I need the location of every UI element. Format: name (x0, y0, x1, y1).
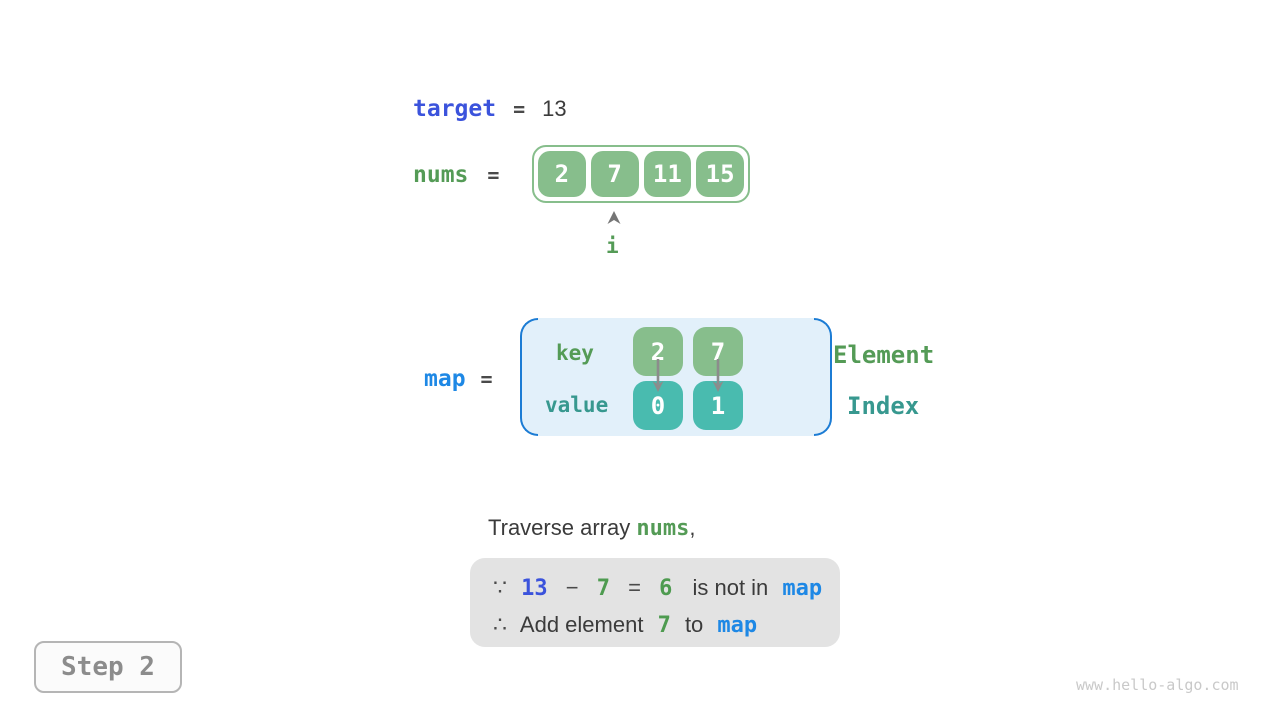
target-value: 13 (542, 96, 567, 121)
target-line: target = 13 (413, 96, 567, 122)
current-element-ref: 7 (596, 576, 610, 601)
array-cell: 7 (590, 151, 639, 197)
caption-prefix: Traverse array (488, 515, 637, 540)
down-arrow-icon (652, 359, 664, 392)
target-keyword: target (413, 96, 497, 122)
therefore-symbol: ∴ (493, 612, 507, 637)
minus-operator: − (565, 575, 579, 600)
because-symbol: ∵ (493, 575, 507, 600)
map-ref: map (782, 576, 823, 601)
difference-value: 6 (659, 576, 673, 601)
index-annotation: Index (847, 392, 920, 420)
array-cell: 15 (696, 151, 744, 197)
conclusion-box: ∵ 13 − 7 = 6 is not in map ∴ Add element… (470, 558, 840, 647)
map-value-label: value (545, 393, 609, 417)
nums-label-line: nums = (413, 162, 499, 188)
nums-array: 2 7 11 15 (532, 145, 750, 203)
map-key-label: key (556, 341, 594, 365)
index-pointer-label: i (606, 234, 619, 258)
map-label-line: map = (424, 366, 493, 392)
caption-line: Traverse array nums, (488, 515, 695, 541)
array-cell: 11 (643, 151, 692, 197)
line1-text: is not in (692, 575, 769, 600)
down-arrow-icon (712, 359, 724, 392)
nums-equals: = (487, 163, 500, 187)
map-equals: = (480, 367, 493, 391)
target-value-ref: 13 (521, 576, 548, 601)
map-key-cell: 7 (693, 327, 743, 376)
step-button[interactable]: Step 2 (34, 641, 182, 693)
caption-nums-keyword: nums (636, 516, 690, 541)
conclusion-line-1: ∵ 13 − 7 = 6 is not in map (493, 570, 840, 607)
left-paren-border (520, 318, 538, 436)
conclusion-line-2: ∴ Add element 7 to map (493, 607, 840, 644)
up-arrow-icon (607, 211, 621, 224)
map-ref: map (717, 613, 758, 638)
caption-suffix: , (689, 515, 696, 540)
element-annotation: Element (833, 341, 935, 369)
line2-text-1: Add element (519, 612, 644, 637)
equals-operator: = (628, 575, 641, 600)
added-element: 7 (657, 613, 671, 638)
line2-text-2: to (684, 612, 704, 637)
array-cell: 2 (538, 151, 586, 197)
nums-keyword: nums (413, 162, 469, 188)
target-equals: = (513, 97, 526, 121)
watermark: www.hello-algo.com (1076, 676, 1239, 694)
right-paren-border (814, 318, 832, 436)
map-keyword: map (424, 366, 466, 392)
